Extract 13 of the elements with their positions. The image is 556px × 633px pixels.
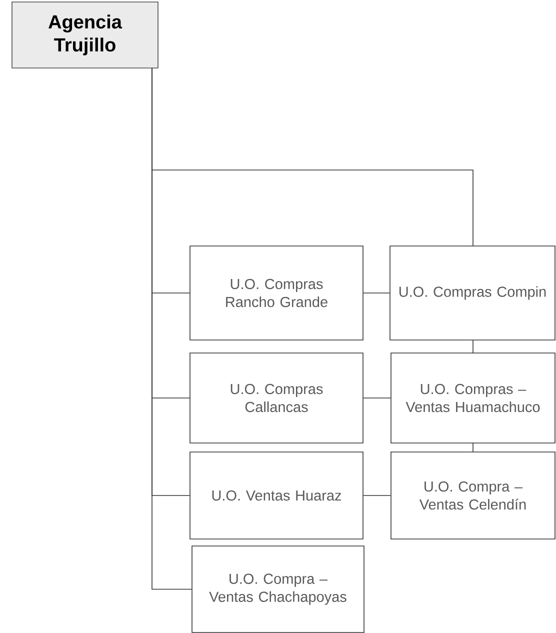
unit-box: U.O. Ventas Huaraz — [190, 452, 364, 540]
connector-line — [152, 68, 192, 590]
root-box: Agencia Trujillo — [12, 2, 158, 68]
unit-box: U.O. Compras Callancas — [190, 352, 364, 444]
unit-box: U.O. Compra – Ventas Chachapoyas — [192, 546, 364, 633]
unit-box: U.O. Compras – Ventas Huamachuco — [390, 352, 556, 444]
unit-box: U.O. Compra – Ventas Celendín — [390, 452, 556, 540]
connector-line — [472, 442, 474, 452]
connector-line — [363, 495, 391, 496]
connector-line — [472, 340, 474, 354]
unit-box: U.O. Compras Rancho Grande — [190, 246, 364, 340]
unit-box: U.O. Compras Compin — [390, 246, 556, 340]
connector-line — [363, 292, 390, 294]
